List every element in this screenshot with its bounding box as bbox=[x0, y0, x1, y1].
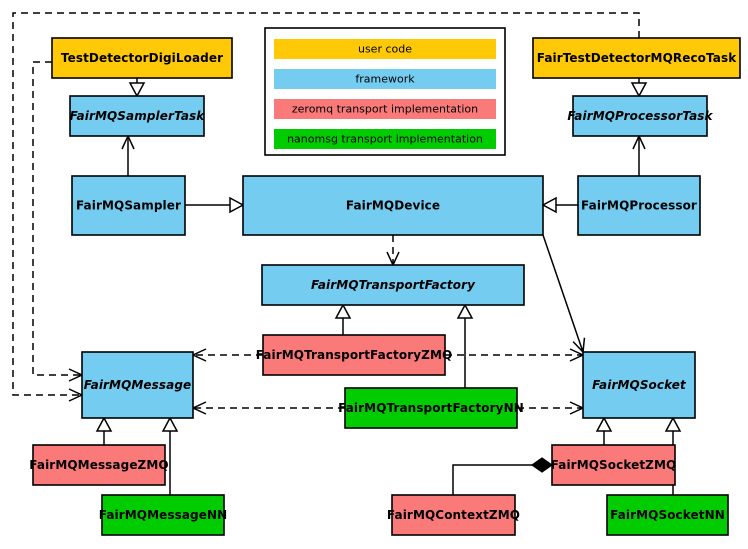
class-name-label: FairMQMessageNN bbox=[99, 508, 228, 522]
class-node-fair-mqcontext-zmq[interactable]: FairMQContextZMQ bbox=[387, 494, 520, 536]
generalization-arrowhead bbox=[334, 303, 352, 319]
generalization-arrowhead bbox=[595, 416, 613, 432]
class-name-label: FairMQMessageZMQ bbox=[29, 458, 168, 472]
class-box[interactable] bbox=[81, 351, 194, 419]
edge-processor-uses-processortask bbox=[632, 134, 646, 176]
class-node-fair-mqsocket-nn[interactable]: FairMQSocketNN bbox=[606, 494, 729, 536]
class-box[interactable] bbox=[577, 175, 701, 236]
class-box[interactable] bbox=[344, 387, 518, 429]
class-name-label: FairMQProcessor bbox=[581, 199, 697, 213]
edge-factoryzmq-inherits-factory bbox=[334, 303, 352, 335]
class-box[interactable] bbox=[261, 264, 525, 306]
legend-swatch-user-code bbox=[274, 39, 496, 59]
edge-factorynn-creates-socket bbox=[517, 401, 585, 415]
edge-messagenn-inherits-message bbox=[161, 416, 179, 495]
edge-path bbox=[12, 12, 640, 396]
class-box[interactable] bbox=[32, 444, 166, 486]
legend-layer: user code framework zeromq transport imple… bbox=[264, 27, 506, 156]
class-node-test-detector-digi-loader[interactable]: TestDetectorDigiLoader bbox=[51, 37, 233, 79]
class-box[interactable] bbox=[532, 37, 741, 79]
edge-factoryzmq-creates-message bbox=[191, 348, 263, 362]
edge-socketzmq-composes-contextzmq bbox=[452, 457, 554, 495]
legend-item-framework: framework bbox=[274, 69, 496, 89]
class-box[interactable] bbox=[572, 95, 708, 137]
generalization-arrowhead bbox=[95, 416, 113, 432]
class-box[interactable] bbox=[262, 334, 446, 376]
node-layer: TestDetectorDigiLoader FairTestDetectorMQ… bbox=[29, 37, 741, 536]
legend-item-label: user code bbox=[358, 43, 412, 56]
generalization-arrowhead bbox=[161, 416, 179, 432]
class-box[interactable] bbox=[391, 494, 516, 536]
class-node-fair-mqdevice[interactable]: FairMQDevice bbox=[242, 175, 544, 236]
class-name-label: TestDetectorDigiLoader bbox=[61, 51, 223, 65]
class-box[interactable] bbox=[551, 444, 676, 486]
legend-swatch-nanomsg bbox=[274, 129, 496, 149]
legend-swatch-zeromq bbox=[274, 99, 496, 119]
generalization-arrowhead bbox=[541, 196, 557, 214]
edge-processor-inherits-device bbox=[541, 196, 578, 214]
edge-device-uses-socket bbox=[542, 234, 586, 354]
class-name-label: FairMQMessage bbox=[84, 378, 192, 392]
class-node-fair-mqprocessor[interactable]: FairMQProcessor bbox=[577, 175, 701, 236]
class-name-label: FairMQContextZMQ bbox=[387, 508, 520, 522]
generalization-arrowhead bbox=[456, 303, 474, 319]
class-node-fair-mqsocket-zmq[interactable]: FairMQSocketZMQ bbox=[551, 444, 677, 486]
class-node-fair-mqtransport-factory-nn[interactable]: FairMQTransportFactoryNN bbox=[338, 387, 524, 429]
legend-item-zeromq: zeromq transport implementation bbox=[274, 99, 496, 119]
class-node-fair-mqsampler-task[interactable]: FairMQSamplerTask bbox=[69, 95, 206, 137]
legend-panel: user code framework zeromq transport imple… bbox=[264, 27, 506, 156]
generalization-arrowhead bbox=[128, 82, 146, 98]
edge-layer bbox=[12, 12, 682, 495]
legend-item-nanomsg: nanomsg transport implementation bbox=[274, 129, 496, 149]
legend-item-label: framework bbox=[355, 73, 415, 86]
class-node-fair-mqprocessor-task[interactable]: FairMQProcessorTask bbox=[567, 95, 713, 137]
class-name-label: FairMQSamplerTask bbox=[70, 109, 206, 123]
class-box[interactable] bbox=[606, 494, 729, 536]
class-name-label: FairMQSocketZMQ bbox=[551, 458, 677, 472]
class-box[interactable] bbox=[69, 95, 205, 137]
class-box[interactable] bbox=[101, 494, 225, 536]
class-node-fair-mqmessage-zmq[interactable]: FairMQMessageZMQ bbox=[29, 444, 169, 486]
legend-swatch-framework bbox=[274, 69, 496, 89]
generalization-arrowhead bbox=[630, 82, 648, 98]
class-box[interactable] bbox=[242, 175, 544, 236]
legend-item-label: nanomsg transport implementation bbox=[287, 133, 483, 146]
class-name-label: FairMQTransportFactory bbox=[311, 278, 476, 292]
class-box[interactable] bbox=[582, 351, 696, 419]
edge-sampler-inherits-device bbox=[185, 196, 245, 214]
edge-socketzmq-inherits-socket bbox=[595, 416, 613, 445]
edge-path bbox=[542, 234, 584, 353]
edge-device-uses-transportfactory bbox=[386, 235, 400, 267]
class-name-label: FairMQTransportFactoryZMQ bbox=[256, 348, 453, 362]
class-node-fair-mqtransport-factory[interactable]: FairMQTransportFactory bbox=[261, 264, 525, 306]
composition-diamond bbox=[530, 457, 554, 473]
edge-sampler-uses-samplertask bbox=[121, 134, 135, 176]
class-box[interactable] bbox=[71, 175, 186, 236]
class-node-fair-mqsocket[interactable]: FairMQSocket bbox=[582, 351, 696, 419]
class-node-fair-mqmessage-nn[interactable]: FairMQMessageNN bbox=[99, 494, 228, 536]
class-name-label: FairMQProcessorTask bbox=[567, 109, 713, 123]
class-name-label: FairMQDevice bbox=[346, 199, 440, 213]
edge-digiloader-inherits-samplertask bbox=[128, 78, 146, 98]
edge-factorynn-inherits-factory bbox=[456, 303, 474, 388]
edge-recotask-inherits-processortask bbox=[630, 78, 648, 98]
class-node-fair-mqtransport-factory-zmq[interactable]: FairMQTransportFactoryZMQ bbox=[256, 334, 453, 376]
class-name-label: FairMQSocketNN bbox=[610, 508, 725, 522]
generalization-arrowhead bbox=[664, 416, 682, 432]
legend-item-user: user code bbox=[274, 39, 496, 59]
class-node-fair-mqsampler[interactable]: FairMQSampler bbox=[71, 175, 186, 236]
class-name-label: FairMQSocket bbox=[592, 378, 687, 392]
class-name-label: FairMQSampler bbox=[76, 199, 181, 213]
generalization-arrowhead bbox=[229, 196, 245, 214]
edge-factorynn-creates-message bbox=[191, 401, 345, 415]
class-box[interactable] bbox=[51, 37, 233, 79]
class-node-fair-test-detector-mqreco-task[interactable]: FairTestDetectorMQRecoTask bbox=[532, 37, 741, 79]
edge-messagezmq-inherits-message bbox=[95, 416, 113, 445]
legend-item-label: zeromq transport implementation bbox=[292, 103, 478, 116]
edge-path bbox=[452, 464, 552, 495]
class-name-label: FairTestDetectorMQRecoTask bbox=[537, 51, 737, 65]
class-node-fair-mqmessage[interactable]: FairMQMessage bbox=[81, 351, 194, 419]
class-name-label: FairMQTransportFactoryNN bbox=[338, 401, 524, 415]
